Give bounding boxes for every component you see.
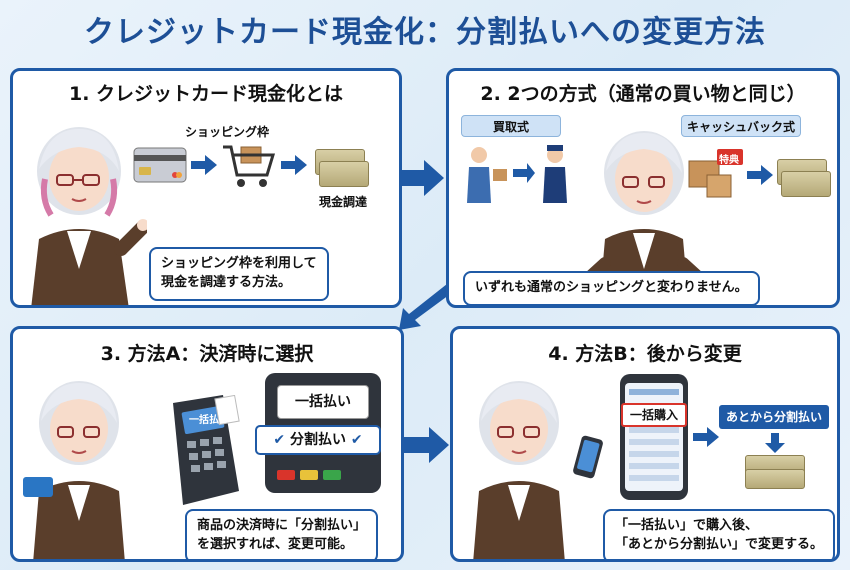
option-installment[interactable]: ✔ 分割払い ✔ — [255, 425, 381, 455]
bubble-line: 現金を調達する方法。 — [161, 274, 292, 290]
bonus-label: 特典 — [719, 155, 739, 166]
red-key-icon — [277, 470, 295, 480]
flow-arrow-diagonal — [399, 284, 453, 330]
panel-3-title: 3. 方法A：決済時に選択 — [100, 343, 314, 365]
later-installment-tag[interactable]: あとから分割払い — [719, 405, 829, 429]
presenter-character — [23, 381, 125, 559]
gift-boxes-icon — [688, 149, 743, 198]
panel-1: 1. クレジットカード現金化とは ショッピング枠 現金調達 ショッピ — [10, 68, 402, 308]
cash-raising-label: 現金調達 — [319, 195, 368, 209]
arrow-right-icon — [747, 165, 773, 185]
buyer-seller-icon — [467, 145, 567, 203]
credit-card-icon — [133, 147, 187, 183]
arrow-right-icon — [693, 427, 719, 447]
panel-2-title: 2. 2つの方式（通常の買い物と同じ） — [480, 83, 806, 105]
panel-1-title: 1. クレジットカード現金化とは — [68, 83, 344, 105]
panel-2: 2. 2つの方式（通常の買い物と同じ） 買取式 キャッシュバック式 特典 いずれ… — [446, 68, 840, 308]
bubble-line: 商品の決済時に「分割払い」 — [197, 518, 367, 533]
check-icon: ✔ — [346, 432, 363, 448]
shopping-limit-label: ショッピング枠 — [185, 125, 270, 139]
bubble-line: を選択すれば、変更可能。 — [197, 536, 354, 552]
panel-4-title: 4. 方法B：後から変更 — [548, 343, 742, 365]
cash-bills-icon — [781, 171, 831, 197]
option-installment-label: 分割払い — [290, 432, 346, 448]
cash-bills-icon — [319, 161, 369, 187]
speech-bubble: 商品の決済時に「分割払い」 を選択すれば、変更可能。 — [185, 509, 379, 559]
green-key-icon — [323, 470, 342, 480]
presenter-character — [473, 381, 603, 559]
bubble-line: 「あとから分割払い」で変更する。 — [615, 536, 824, 552]
page-title: クレジットカード現金化：分割払いへの変更方法 — [84, 15, 766, 50]
panel-4: 4. 方法B：後から変更 一括購入 あとから分割払い 「一括払い」で購入後、 「… — [450, 326, 840, 562]
arrow-right-icon — [191, 155, 217, 175]
arrow-down-icon — [765, 433, 785, 453]
smartphone-icon — [620, 374, 688, 500]
arrow-right-icon — [281, 155, 307, 175]
flow-arrow-right-top — [398, 160, 444, 196]
bubble-line: 「一括払い」で購入後、 — [615, 518, 759, 533]
speech-bubble: ショッピング枠を利用して 現金を調達する方法。 — [149, 247, 329, 301]
speech-bubble: いずれも通常のショッピングと変わりません。 — [463, 271, 760, 305]
bubble-line: ショッピング枠を利用して — [161, 256, 317, 271]
panel-3: 3. 方法A：決済時に選択 一括払い 一括払い ✔ 分割払い ✔ 商品の決済時に… — [10, 326, 404, 562]
tag-purchase-method: 買取式 — [461, 115, 561, 137]
shopping-cart-icon — [223, 145, 276, 187]
check-icon: ✔ — [273, 432, 290, 448]
cash-bills-icon — [745, 469, 805, 489]
option-lump-sum[interactable]: 一括払い — [277, 385, 369, 419]
terminal-screen-text: 一括払い — [189, 415, 229, 426]
payment-terminal-icon — [173, 395, 240, 505]
presenter-character — [31, 127, 147, 305]
tag-cashback-method: キャッシュバック式 — [681, 115, 801, 137]
yellow-key-icon — [300, 470, 319, 480]
speech-bubble: 「一括払い」で購入後、 「あとから分割払い」で変更する。 — [603, 509, 836, 559]
lump-sum-purchase-label[interactable]: 一括購入 — [621, 403, 687, 427]
terminal-keypad — [277, 465, 369, 485]
flow-arrow-right-bottom — [403, 427, 449, 463]
